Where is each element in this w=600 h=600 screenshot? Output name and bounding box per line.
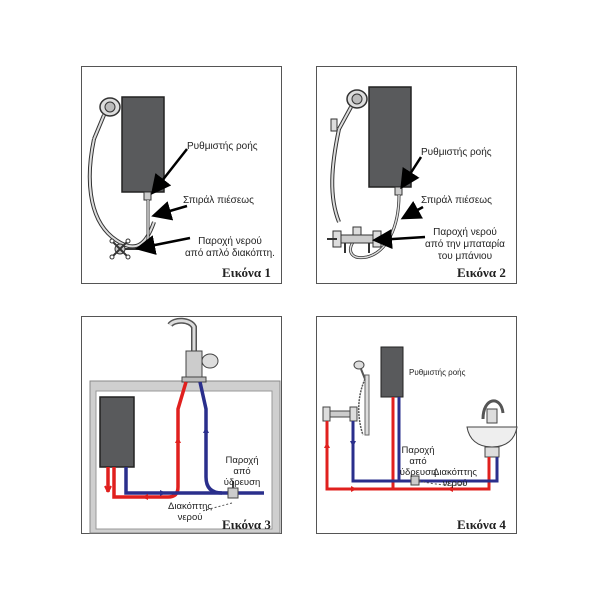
shower-head-icon [330, 89, 368, 132]
label-water-valve-line1: Διακόπτης [168, 501, 212, 512]
label-water-valve: Διακόπτης νερού [160, 501, 220, 523]
water-heater [380, 346, 404, 398]
caption-figure-3: Εικόνα 3 [222, 517, 271, 532]
cold-water-pipe [351, 421, 499, 483]
label-mains-supply-line1: Παροχή [401, 445, 435, 456]
label-water-supply: Παροχή νερού από την μπαταρία του μπάνιο… [415, 227, 515, 263]
label-mains-supply-line3: ύδρευση [399, 467, 437, 478]
caption-figure-2: Εικόνα 2 [457, 265, 506, 280]
label-flow-regulator: Ρυθμιστής ροής [421, 147, 492, 158]
label-mains-supply: Παροχή από ύδρευση [212, 455, 272, 488]
figure-2-illustration [327, 86, 426, 260]
hot-water-pipe [325, 421, 491, 491]
label-mains-supply-line2: από [233, 466, 251, 477]
label-water-valve-line1: Διακόπτης [433, 467, 477, 478]
water-heater [368, 86, 412, 188]
panel-figure-3: Παροχή από ύδρευση Διακόπτης νερού Εικόν… [81, 316, 282, 534]
label-water-supply: Παροχή νερού από απλό διακόπτη. [178, 236, 282, 260]
label-water-supply-line1: Παροχή νερού [433, 227, 497, 238]
label-mains-supply-line3: ύδρευση [223, 477, 261, 488]
label-flow-regulator: Ρυθμιστής ροής [409, 368, 466, 377]
valve-icon [109, 238, 146, 260]
bath-mixer-icon [322, 406, 358, 422]
caption-figure-1: Εικόνα 1 [222, 265, 271, 280]
water-valve-icon [227, 487, 239, 499]
water-heater [99, 396, 135, 468]
caption-figure-4: Εικόνα 4 [457, 517, 506, 532]
label-pressure-hose: Σπιράλ πιέσεως [421, 195, 492, 206]
label-mains-supply-line1: Παροχή [225, 455, 259, 466]
label-mains-supply-line2: από [409, 456, 427, 467]
figure-3-illustration [89, 317, 281, 534]
sink-icon [466, 399, 518, 458]
panel-figure-2: Ρυθμιστής ροής Σπιράλ πιέσεως Παροχή νερ… [316, 66, 517, 284]
flow-regulator-fitting [143, 191, 152, 201]
label-water-supply-line2: από απλό διακόπτη. [185, 248, 275, 259]
panel-figure-4: Ρυθμιστής ροής Παροχή από ύδρευση Διακόπ… [316, 316, 518, 534]
panel-figure-1: Ρυθμιστής ροής Σπιράλ πιέσεως Παροχή νερ… [81, 66, 282, 284]
figure-4-illustration [322, 346, 518, 492]
shower-rail-icon [353, 360, 370, 436]
label-water-supply-line2: από την μπαταρία [425, 239, 505, 250]
water-valve-icon [410, 475, 420, 486]
water-heater [121, 96, 165, 193]
pressure-hose-line [349, 194, 401, 260]
label-mains-supply: Παροχή από ύδρευση [393, 445, 443, 478]
label-pressure-hose: Σπιράλ πιέσεως [183, 195, 254, 206]
label-water-supply-line1: Παροχή νερού [198, 236, 262, 247]
faucet-icon [167, 317, 219, 383]
shower-head-icon [92, 97, 121, 140]
bath-mixer-icon [327, 226, 382, 253]
label-water-valve-line2: νερού [177, 512, 203, 523]
label-flow-regulator: Ρυθμιστής ροής [187, 141, 258, 152]
flow-regulator-fitting [394, 186, 403, 196]
figure-1-illustration [87, 96, 191, 260]
label-water-supply-line3: του μπάνιου [437, 251, 493, 262]
label-water-valve: Διακόπτης νερού [425, 467, 485, 489]
label-water-valve-line2: νερού [442, 478, 468, 489]
